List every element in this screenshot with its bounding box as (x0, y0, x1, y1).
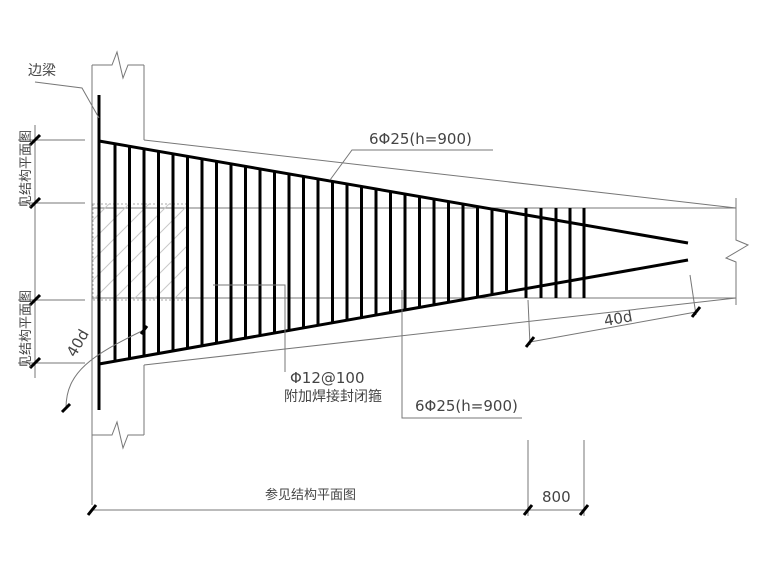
anchor-length-right-label: 40d (603, 307, 634, 330)
edge-beam-label: 边梁 (28, 63, 56, 79)
edge-beam-outline (91, 50, 145, 505)
dimension-lines (18, 125, 702, 516)
main-rebars (97, 95, 689, 410)
anchor-length-left-label: 40d (63, 326, 93, 360)
dimension-800-label: 800 (542, 488, 571, 506)
stirrup-note-label: 附加焊接封闭箍 (284, 388, 382, 405)
bottom-main-rebar (98, 258, 689, 366)
beam-outline (92, 139, 750, 366)
stirrup-spec-label: Φ12@100 (290, 369, 365, 387)
ref-plan-label: 参见结构平面图 (265, 487, 356, 503)
leader-lines (34, 81, 522, 419)
see-plan-label-bottom: 见结构平面图 (19, 290, 34, 368)
stirrup-group (113, 143, 586, 362)
top-rebar-label: 6Φ25(h=900) (369, 130, 472, 148)
top-main-rebar (98, 139, 689, 245)
see-plan-label-top: 见结构平面图 (19, 130, 34, 208)
bottom-rebar-label: 6Φ25(h=900) (415, 397, 518, 415)
